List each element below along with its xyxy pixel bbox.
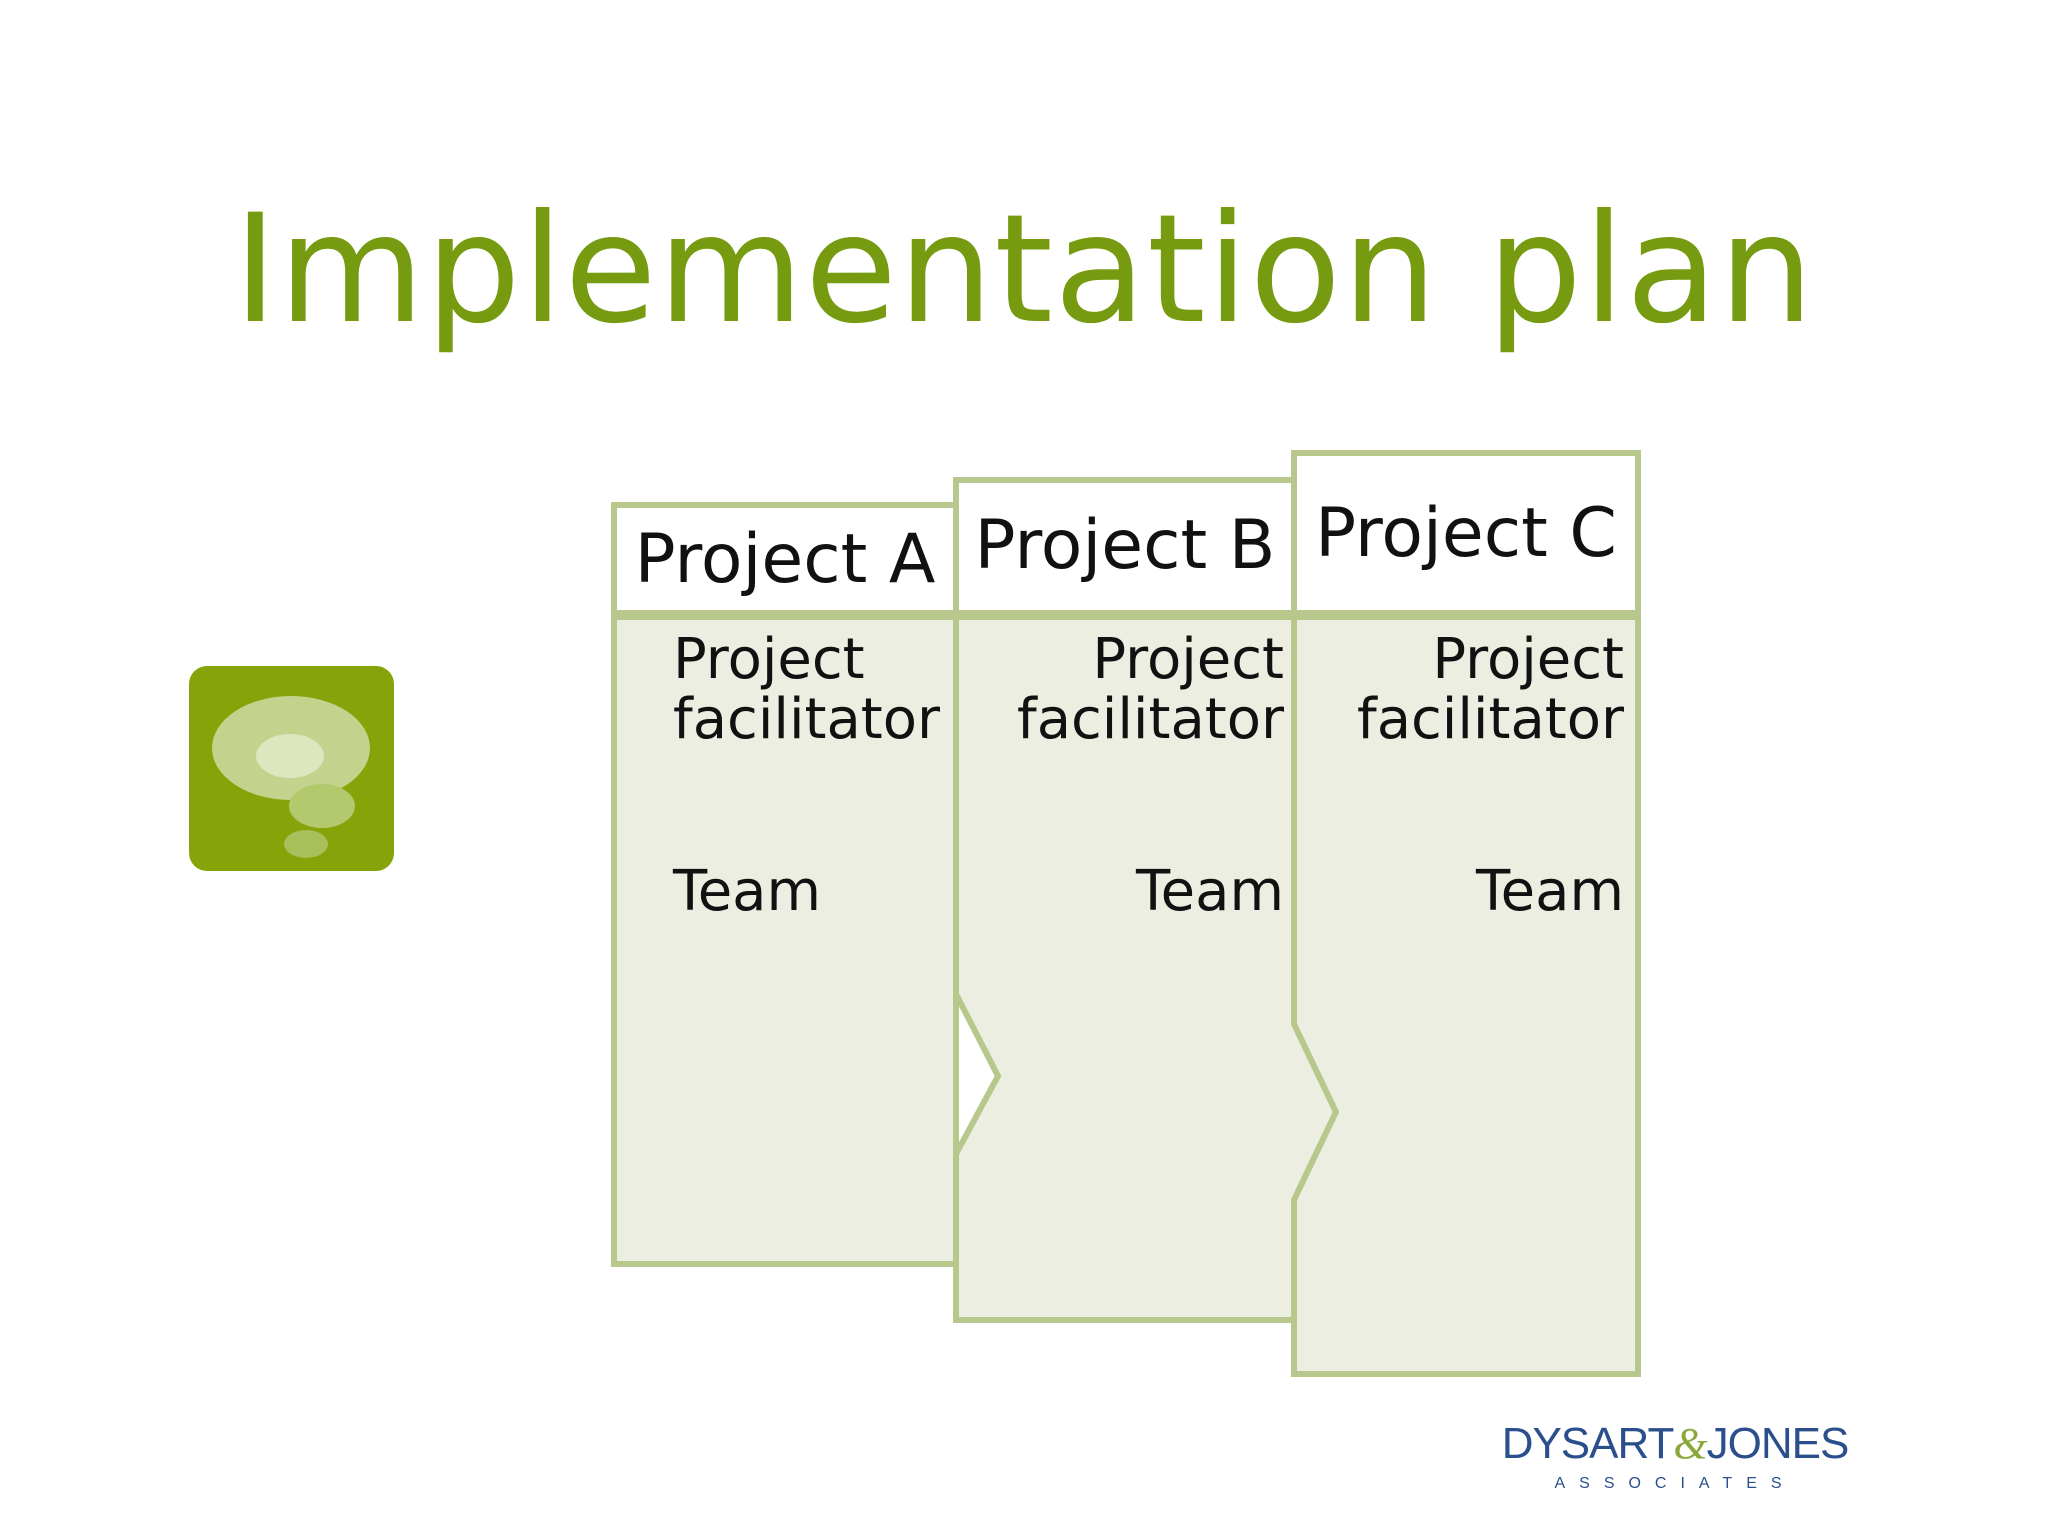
project-b-team: Team: [1135, 859, 1284, 924]
slide-title: Implementation plan: [233, 183, 1815, 357]
project-c-team: Team: [1475, 859, 1624, 924]
thought-bubble-icon: [189, 666, 394, 871]
logo-right: JONES: [1706, 1419, 1850, 1468]
project-a-facilitator: Project facilitator: [673, 630, 940, 750]
panel-c-body: [1291, 614, 1641, 1377]
logo-ampersand: &: [1673, 1419, 1707, 1468]
project-b-facilitator: Project facilitator: [960, 630, 1284, 750]
project-b-title: Project B: [974, 506, 1276, 585]
company-logo: DYSART&JONES ASSOCIATES: [1480, 1420, 1870, 1500]
logo-wordmark: DYSART&JONES: [1480, 1420, 1870, 1468]
project-c-facilitator: Project facilitator: [1300, 630, 1624, 750]
project-c-facilitator-line1: Project: [1432, 627, 1624, 692]
panel-c-header: [1291, 450, 1641, 616]
project-b-facilitator-line1: Project: [1092, 627, 1284, 692]
project-c-facilitator-line2: facilitator: [1356, 687, 1624, 752]
project-a-title: Project A: [634, 520, 936, 599]
project-b-facilitator-line2: facilitator: [1016, 687, 1284, 752]
project-a-facilitator-line1: Project: [673, 627, 865, 692]
project-c-title: Project C: [1315, 494, 1617, 573]
logo-subtitle: ASSOCIATES: [1554, 1475, 1796, 1492]
project-a-facilitator-line2: facilitator: [673, 687, 941, 752]
logo-left: DYSART: [1501, 1419, 1675, 1468]
project-a-team: Team: [673, 859, 822, 924]
